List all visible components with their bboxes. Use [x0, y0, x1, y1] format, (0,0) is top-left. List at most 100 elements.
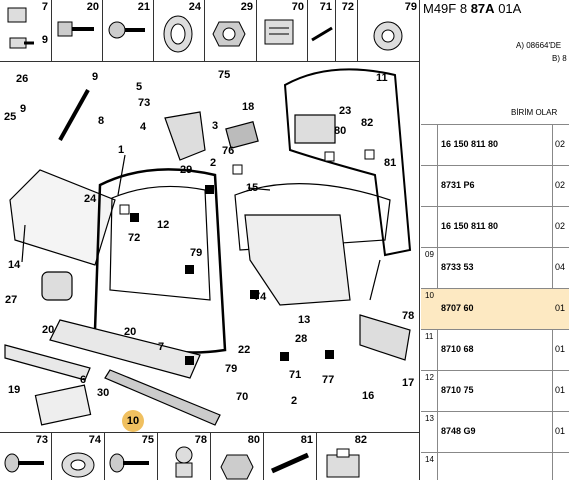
callout-label[interactable]: 73	[138, 97, 151, 109]
callout-label[interactable]: 79	[225, 363, 238, 375]
callout-label[interactable]: 7	[158, 341, 165, 353]
callout-label[interactable]: 28	[295, 333, 308, 345]
callout-label[interactable]: 9	[20, 103, 27, 115]
callout-label[interactable]: 70	[236, 391, 249, 403]
fastener-cell[interactable]: 73	[0, 433, 52, 480]
fastener-number: 82	[354, 434, 367, 446]
callout-label[interactable]: 18	[242, 101, 255, 113]
fastener-cell[interactable]: 7 9	[0, 0, 52, 61]
callout-label[interactable]: 74	[254, 291, 267, 303]
callout-label[interactable]: 26	[16, 73, 29, 85]
callout-label[interactable]: 2	[291, 395, 298, 407]
callout-label[interactable]: 29	[180, 164, 193, 176]
fastener-cell[interactable]: 80	[211, 433, 264, 480]
callout-label[interactable]: 13	[298, 314, 311, 326]
catalog-reference: M49F 8 87A 01A	[423, 1, 521, 16]
callout-label[interactable]: 3	[212, 120, 219, 132]
fastener-cell[interactable]: 21	[103, 0, 154, 61]
callout-label[interactable]: 14	[8, 259, 21, 271]
table-row[interactable]: 8731 P6 02	[421, 165, 569, 206]
callout-label[interactable]: 20	[124, 326, 137, 338]
callout-label[interactable]: 12	[157, 219, 170, 231]
table-row[interactable]: 16 150 811 80 02	[421, 206, 569, 247]
fastener-cell[interactable]: 72	[336, 0, 358, 61]
callout-label[interactable]: 78	[402, 310, 415, 322]
fastener-number: 74	[88, 434, 101, 446]
fastener-cell[interactable]: 71	[308, 0, 336, 61]
table-row[interactable]: 09 8733 53 04	[421, 247, 569, 288]
table-row[interactable]: 11 8710 68 01	[421, 329, 569, 370]
callout-label[interactable]: 2	[210, 157, 217, 169]
fastener-number: 71	[319, 1, 332, 13]
fastener-cell[interactable]: 82	[317, 433, 370, 480]
tailgate-exploded-drawing	[4, 68, 412, 426]
quantity: 02	[555, 139, 566, 149]
fastener-number: 70	[291, 1, 304, 13]
callout-label[interactable]: 25	[4, 111, 17, 123]
part-number: 8710 75	[441, 385, 474, 395]
fastener-cell[interactable]: 75	[105, 433, 158, 480]
callout-label[interactable]: 15	[246, 182, 259, 194]
column-header: BİRİM OLAR	[511, 108, 558, 117]
fastener-cell[interactable]: 70	[257, 0, 308, 61]
callout-label[interactable]: 27	[5, 294, 18, 306]
clip-icon	[175, 446, 193, 478]
fastener-cell[interactable]: 24	[154, 0, 205, 61]
ref-group: 87A	[470, 1, 495, 16]
screw-icon	[270, 452, 310, 474]
fastener-cell[interactable]: 29	[205, 0, 257, 61]
table-row[interactable]: 16 150 811 80 02	[421, 124, 569, 165]
callout-label[interactable]: 81	[384, 157, 397, 169]
fastener-number: 20	[86, 1, 99, 13]
callout-label[interactable]: 77	[322, 374, 335, 386]
part-number: 8707 60	[441, 303, 474, 313]
table-row-selected[interactable]: 10 8707 60 01	[421, 288, 569, 329]
callout-label[interactable]: 5	[136, 81, 143, 93]
callout-label[interactable]: 24	[84, 193, 97, 205]
part-number: 8731 P6	[441, 180, 475, 190]
quantity: 02	[555, 180, 566, 190]
callout-label[interactable]: 71	[289, 369, 302, 381]
fastener-cell[interactable]: 20	[52, 0, 103, 61]
callout-label[interactable]: 19	[8, 384, 21, 396]
fastener-number: 79	[404, 1, 417, 13]
callout-label[interactable]: 9	[92, 71, 99, 83]
quantity: 01	[555, 303, 566, 313]
grommet-icon	[163, 15, 193, 53]
screw-icon	[4, 453, 44, 473]
callout-label[interactable]: 76	[222, 145, 235, 157]
screw-icon	[311, 26, 333, 42]
callout-label[interactable]: 30	[97, 387, 110, 399]
callout-label[interactable]: 16	[362, 390, 375, 402]
part-number: 8748 G9	[441, 426, 476, 436]
callout-label[interactable]: 1	[118, 144, 125, 156]
callout-label[interactable]: 20	[42, 324, 55, 336]
note-a: A) 08664'DE	[516, 41, 562, 50]
callout-label[interactable]: 6	[80, 374, 87, 386]
callout-label[interactable]: 17	[402, 377, 415, 389]
callout-label[interactable]: 72	[128, 232, 141, 244]
callout-label[interactable]: 80	[334, 125, 347, 137]
fastener-cell[interactable]: 79	[358, 0, 420, 61]
fastener-cell[interactable]: 81	[264, 433, 317, 480]
callout-label[interactable]: 4	[140, 121, 147, 133]
table-row[interactable]: 14	[421, 452, 569, 476]
table-row[interactable]: 12 8710 75 01	[421, 370, 569, 411]
fastener-number: 75	[141, 434, 154, 446]
fastener-number: 9	[41, 34, 48, 46]
bracket-icon	[326, 448, 360, 478]
callout-label[interactable]: 79	[190, 247, 203, 259]
callout-label[interactable]: 23	[339, 105, 352, 117]
fastener-cell[interactable]: 78	[158, 433, 211, 480]
callout-label[interactable]: 8	[98, 115, 105, 127]
callout-label[interactable]: 11	[376, 72, 388, 84]
fastener-cell[interactable]: 74	[52, 433, 105, 480]
table-row[interactable]: 13 8748 G9 01	[421, 411, 569, 452]
callout-label[interactable]: 22	[238, 344, 251, 356]
fastener-number: 21	[137, 1, 150, 13]
fastener-number: 80	[247, 434, 260, 446]
callout-label[interactable]: 82	[361, 117, 374, 129]
callout-label-highlighted[interactable]: 10	[122, 410, 144, 432]
callout-label[interactable]: 75	[218, 69, 231, 81]
